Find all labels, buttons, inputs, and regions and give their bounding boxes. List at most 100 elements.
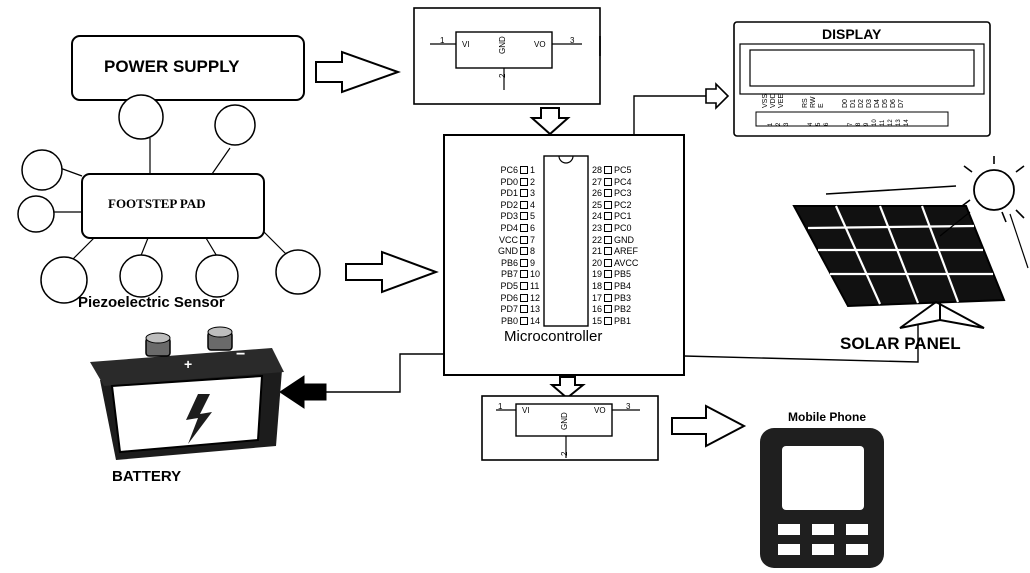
- mcu-pin-number: 18: [591, 281, 602, 291]
- mcu-pin-pad: [604, 305, 612, 314]
- display-pin-name: E: [818, 103, 825, 108]
- mcu-pin-number: 19: [591, 269, 602, 280]
- display-pin-number: 4: [808, 122, 814, 126]
- mcu-pin-row: PB6 9: [501, 258, 544, 268]
- display-pin-name: D2: [858, 99, 865, 108]
- arrow-regulator-to-phone: [671, 404, 747, 448]
- reg-bottom-pin-gnd: 2: [560, 451, 569, 456]
- mcu-pin-number: 12: [530, 292, 541, 303]
- mcu-pin-name: PD1: [500, 188, 518, 199]
- mcu-pin-pad: [520, 212, 528, 221]
- mcu-pin-name: PB6: [500, 257, 518, 268]
- mcu-pin-number: 28: [591, 165, 602, 175]
- arrow-regulator-to-mcu: [529, 107, 571, 136]
- mcu-pin-pad: [604, 212, 612, 221]
- reg-bottom-vi: VI: [522, 406, 530, 415]
- mcu-pin-pad: [520, 316, 528, 325]
- reg-top-vi: VI: [462, 40, 470, 49]
- display-pin-name: RS: [802, 98, 809, 108]
- mcu-pin-row: PD2 4: [500, 200, 544, 210]
- display-pin-number: 1: [768, 122, 774, 126]
- display-pin-number: 12: [888, 119, 894, 126]
- mcu-pin-pad: [520, 224, 528, 232]
- reg-bottom-pin-in: 1: [498, 402, 503, 411]
- mcu-pin-number: 24: [591, 211, 602, 222]
- mcu-pin-pad: [520, 258, 528, 267]
- mcu-pin-pad: [604, 316, 612, 325]
- mcu-pin-pad: [604, 270, 612, 279]
- mcu-pin-pad: [604, 189, 612, 198]
- reg-top-pin-out: 3: [570, 36, 575, 45]
- reg-top-pin-gnd: 2: [498, 73, 507, 78]
- footstep-pad-box: [81, 173, 265, 239]
- mcu-pin-number: 9: [530, 257, 536, 268]
- mcu-pin-number: 22: [591, 234, 602, 245]
- piezo-sensor-label: Piezoelectric Sensor: [78, 294, 225, 311]
- mcu-pin-name: PC5: [614, 165, 632, 175]
- mcu-pin-row: 16 PB2: [588, 304, 631, 314]
- display-pin-name: D0: [842, 99, 849, 108]
- mcu-pin-pad: [520, 293, 528, 302]
- mcu-pin-pad: [520, 200, 528, 209]
- mcu-pin-number: 15: [591, 315, 602, 326]
- display-pin-number: 9: [864, 122, 870, 126]
- reg-top-pin-in: 1: [440, 36, 445, 45]
- mcu-pin-number: 14: [530, 315, 541, 326]
- mcu-pin-name: AREF: [614, 246, 639, 257]
- mcu-pin-pad: [520, 235, 528, 244]
- reg-bottom-pin-out: 3: [626, 402, 631, 411]
- mcu-pin-pad: [520, 166, 528, 174]
- mcu-pin-name: PD2: [500, 199, 518, 210]
- mcu-pin-number: 1: [530, 165, 536, 175]
- display-pin-name: D1: [850, 99, 857, 108]
- solar-panel-label: SOLAR PANEL: [840, 334, 961, 353]
- battery-label: BATTERY: [112, 468, 182, 485]
- mcu-pin-pad: [520, 305, 528, 314]
- mobile-phone-icon: [760, 428, 884, 568]
- display-title: DISPLAY: [822, 26, 882, 42]
- arrow-footstep-to-mcu: [345, 250, 439, 294]
- regulator-bottom-chip: [515, 403, 613, 437]
- mcu-pin-pad: [520, 189, 528, 198]
- mcu-pin-number: 4: [530, 199, 536, 210]
- display-pin-name: D7: [898, 99, 905, 108]
- display-pin-number: 14: [904, 119, 910, 126]
- mcu-pin-pad: [604, 282, 612, 290]
- mcu-pin-name: PC2: [614, 199, 632, 210]
- mcu-pin-pad: [520, 177, 528, 186]
- mcu-pin-number: 27: [591, 176, 602, 187]
- mcu-pin-name: PB2: [614, 304, 632, 315]
- mcu-pin-name: PD7: [500, 304, 518, 315]
- line-mcu-to-solar: [683, 324, 919, 363]
- mcu-pin-number: 20: [591, 257, 602, 268]
- solar-panel-icon: [792, 156, 1029, 329]
- mcu-pin-number: 16: [591, 304, 602, 315]
- battery-plus-label: +: [184, 356, 193, 372]
- mcu-pin-name: PD3: [500, 211, 518, 222]
- battery-icon: [90, 326, 284, 460]
- mcu-pin-number: 7: [530, 234, 536, 245]
- mcu-pin-name: PC0: [614, 223, 632, 233]
- mcu-pin-name: PC6: [500, 165, 518, 175]
- display-pin-name: D4: [874, 99, 881, 108]
- mcu-pin-pad: [520, 270, 528, 279]
- mcu-pin-pad: [604, 235, 612, 244]
- mcu-pin-number: 13: [530, 304, 541, 315]
